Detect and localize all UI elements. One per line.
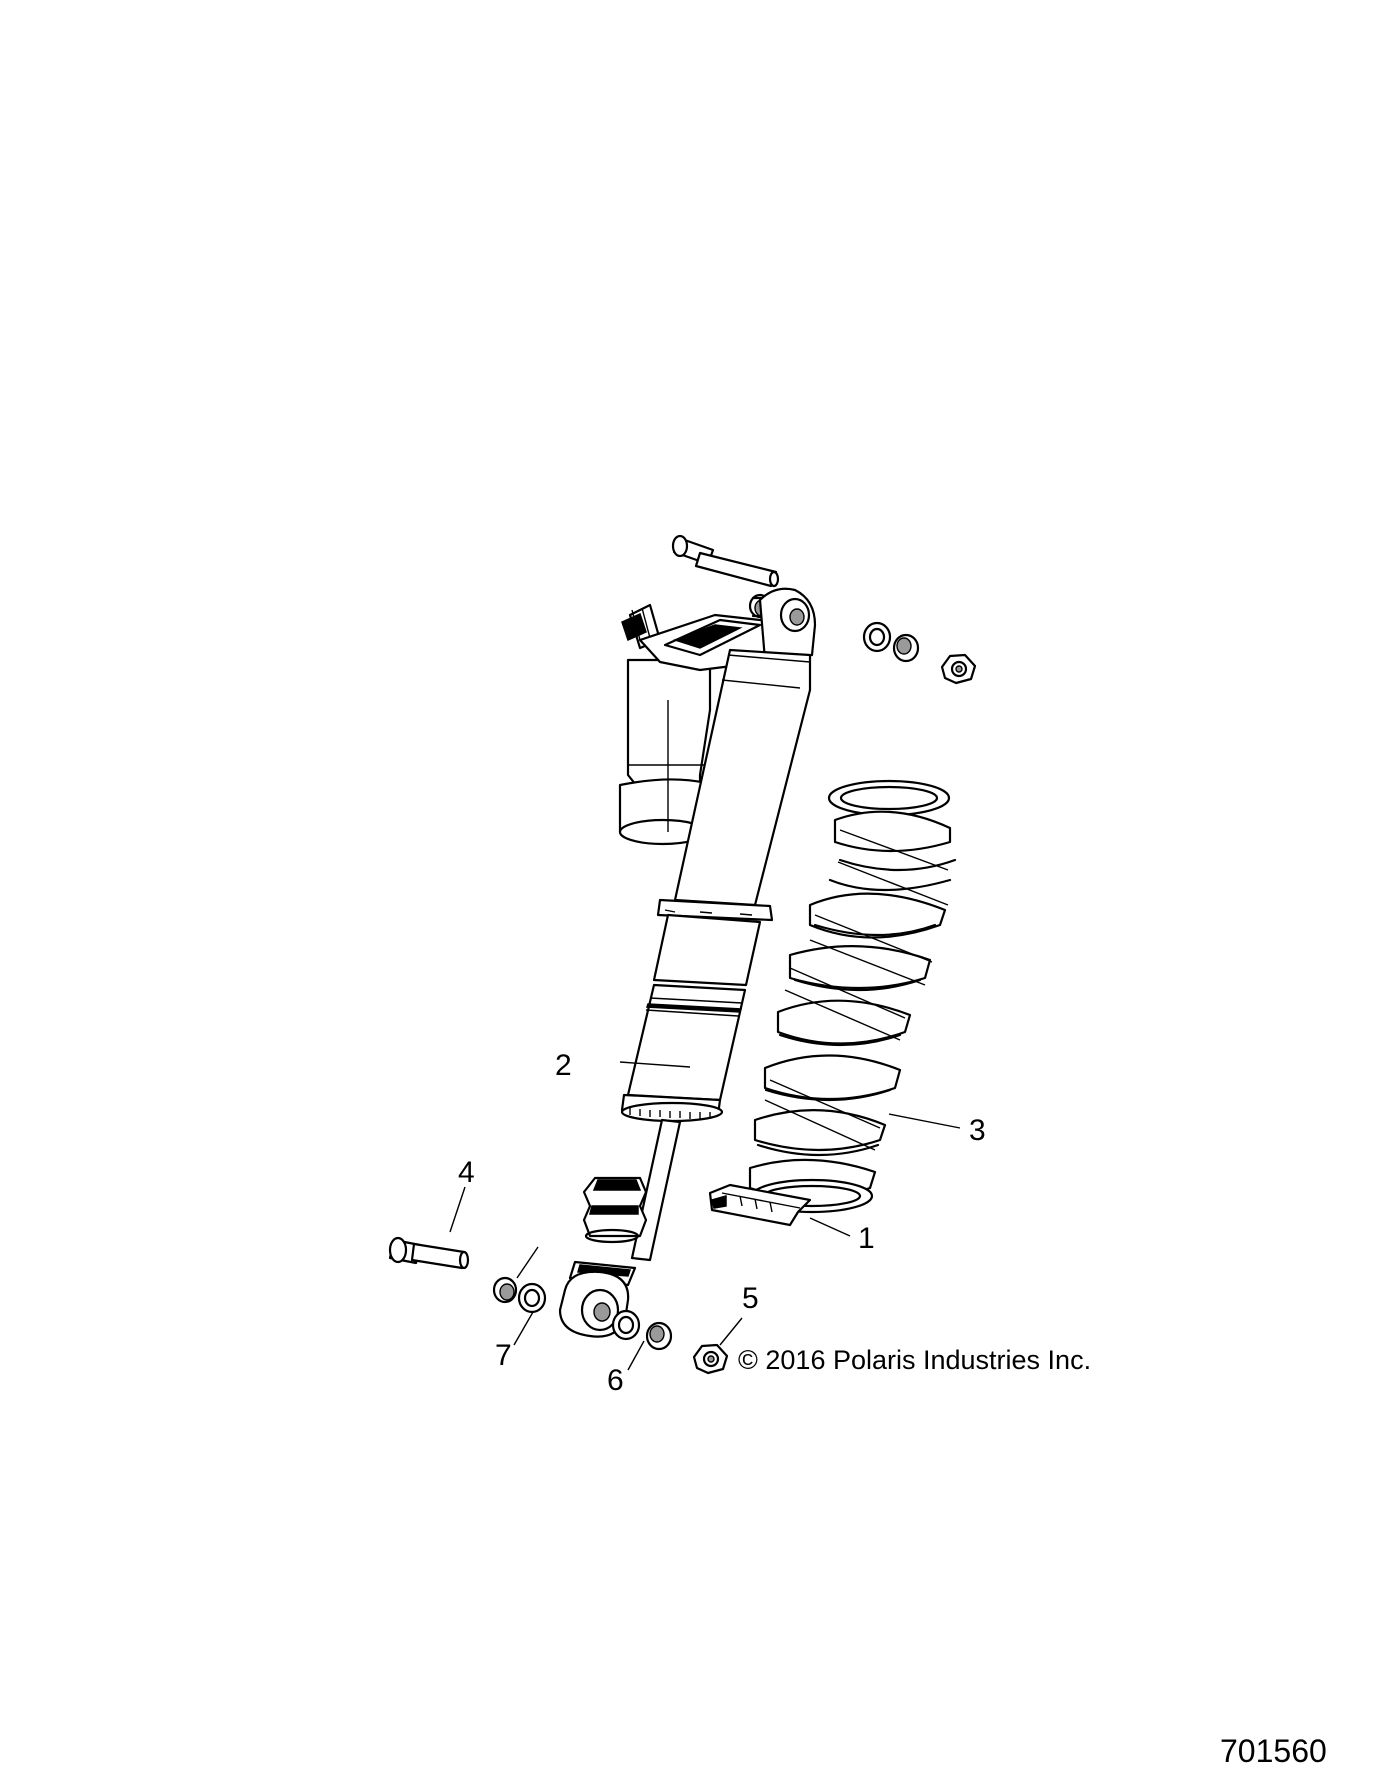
- top-mount-bolt: [671, 534, 780, 588]
- copyright-notice: © 2016 Polaris Industries Inc.: [738, 1345, 1091, 1375]
- callout-5: 5: [742, 1282, 759, 1315]
- callout-3: 3: [969, 1114, 986, 1147]
- top-washer-right: [862, 621, 892, 653]
- callout-7: 7: [495, 1339, 512, 1372]
- callout-6: 6: [607, 1364, 624, 1397]
- top-bushing-right: [892, 633, 920, 663]
- callout-2: 2: [555, 1049, 572, 1082]
- callout-1: 1: [858, 1222, 875, 1255]
- spring-retainer: [708, 1183, 812, 1227]
- bottom-bushing-right: [645, 1321, 673, 1351]
- bottom-flange-nut: [692, 1343, 729, 1375]
- bottom-bushing-left: [492, 1276, 518, 1304]
- shock-absorber: [558, 587, 817, 1338]
- bottom-washer-left: [517, 1282, 547, 1314]
- figure-number: 701560: [1220, 1733, 1327, 1769]
- coil-spring: [748, 779, 957, 1214]
- callout-4: 4: [458, 1156, 475, 1189]
- bottom-washer-right: [611, 1309, 641, 1341]
- top-flange-nut: [940, 653, 977, 685]
- leader-lines: [449, 1061, 961, 1371]
- bottom-mount-bolt: [388, 1236, 470, 1270]
